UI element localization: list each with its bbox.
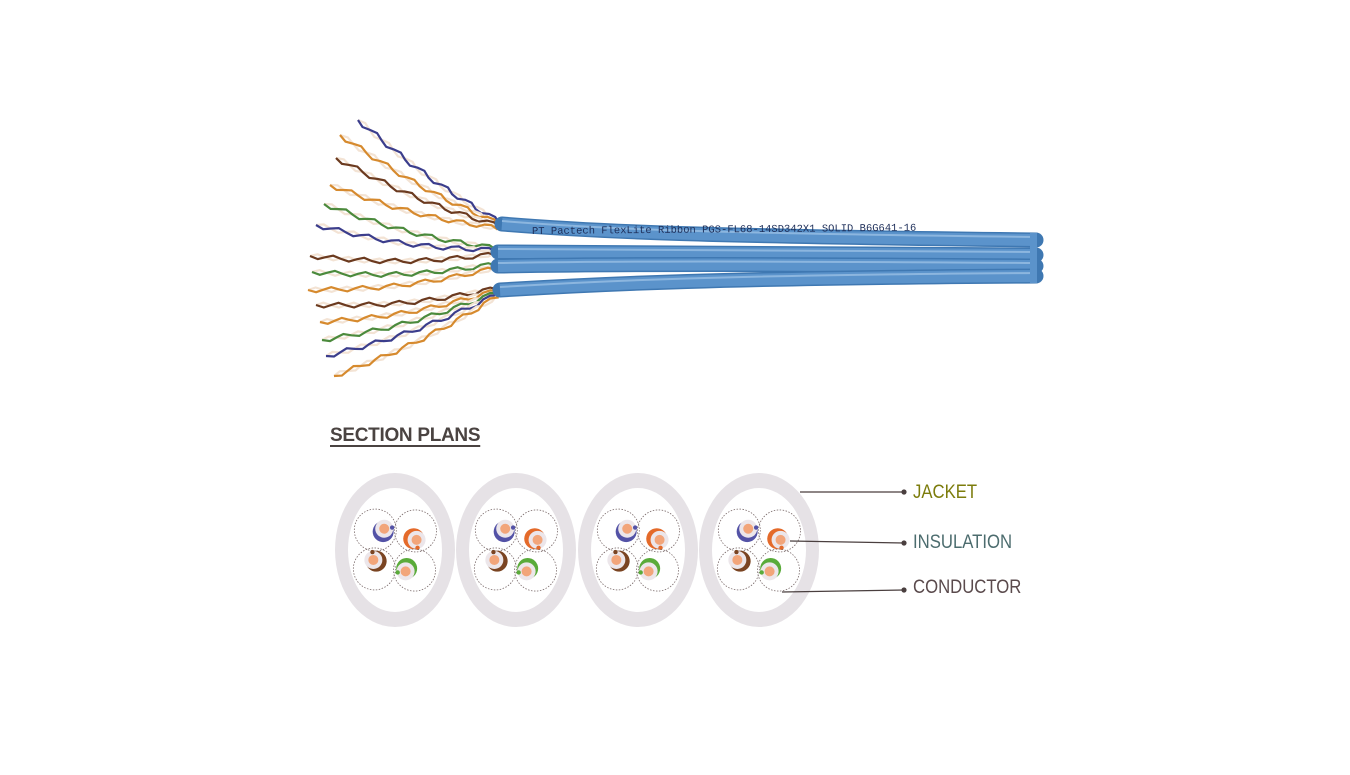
cross-section-2 <box>456 473 576 627</box>
twisted-pair-6 <box>315 223 497 253</box>
cable-illustration: PT Pactech FlexLite Ribbon PGS-FL68-14SD… <box>307 118 1044 378</box>
cross-section-4 <box>699 473 819 627</box>
twisted-pair-7 <box>309 251 497 265</box>
twisted-pair-8 <box>311 261 497 279</box>
cross-section-3 <box>578 473 698 627</box>
cross-section-1 <box>335 473 455 627</box>
twisted-pair-wires <box>307 118 501 378</box>
conductor-leader <box>781 587 907 593</box>
legend-leader-lines <box>781 489 907 593</box>
cable-print-text: PT Pactech FlexLite Ribbon PGS-FL68-14SD… <box>532 223 916 238</box>
insulation-leader <box>789 540 907 546</box>
twisted-pair-11 <box>319 287 499 325</box>
ribbon-subcables <box>490 216 1044 298</box>
twisted-pair-5 <box>323 202 497 251</box>
twisted-pair-13 <box>325 291 499 358</box>
twisted-pair-4 <box>329 183 499 231</box>
jacket-leader <box>800 489 907 495</box>
twisted-pair-9 <box>307 265 497 294</box>
legend-insulation: INSULATION <box>913 532 1013 553</box>
twisted-pair-12 <box>321 289 499 343</box>
twisted-pair-10 <box>315 285 499 309</box>
twisted-pair-14 <box>333 293 499 378</box>
twisted-pair-3 <box>335 156 501 229</box>
section-plans-title: SECTION PLANS <box>330 425 481 446</box>
twisted-pair-1 <box>357 118 501 224</box>
legend-jacket: JACKET <box>913 482 978 503</box>
twisted-pair-2 <box>339 133 501 227</box>
legend-conductor: CONDUCTOR <box>913 577 1022 598</box>
